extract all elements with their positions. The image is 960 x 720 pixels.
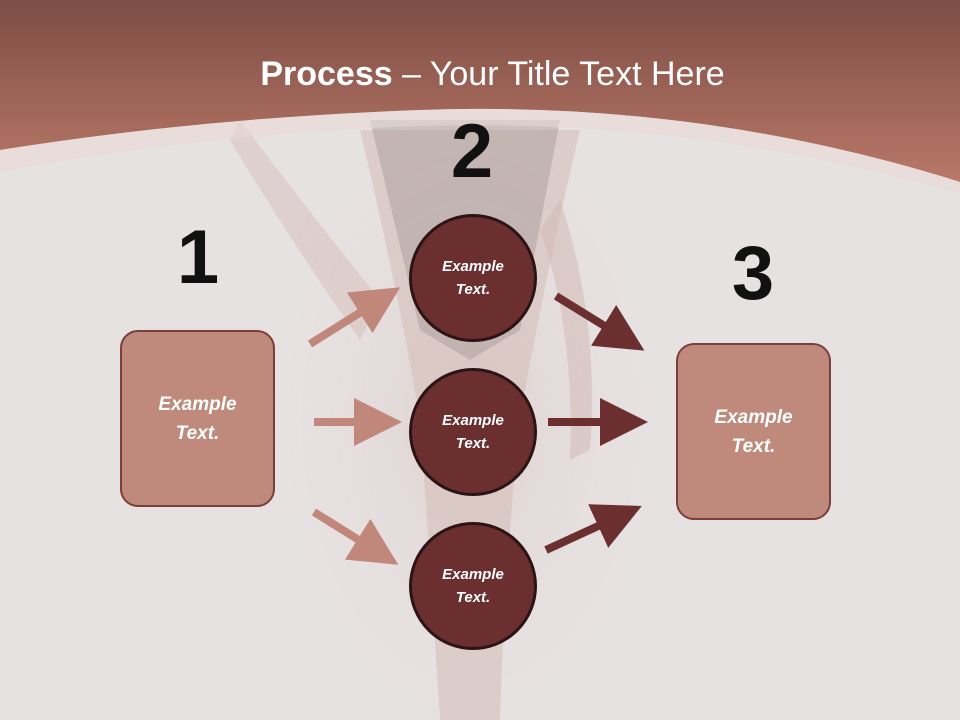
step-2-circle-middle-text: Example Text. xyxy=(442,412,504,452)
step-number-2: 2 xyxy=(450,109,494,194)
step-2-circle-top: Example Text. xyxy=(409,214,537,342)
step-2-circle-bottom-text: Example Text. xyxy=(442,566,504,606)
step-number-1: 1 xyxy=(176,215,220,300)
title-rest: Your Title Text Here xyxy=(429,55,725,93)
slide-title: Process – Your Title Text Here xyxy=(0,52,960,96)
title-bold: Process xyxy=(260,55,393,93)
step-1-text: Example Text. xyxy=(158,393,237,444)
title-dash: – xyxy=(392,55,430,93)
arrow-bottom-to-3 xyxy=(544,504,642,554)
header-band xyxy=(0,0,960,182)
step-3-text: Example Text. xyxy=(714,406,793,457)
arrow-1-to-top xyxy=(307,287,401,348)
step-number-3: 3 xyxy=(731,231,775,316)
header-curve-highlight xyxy=(0,108,960,194)
step-2-circle-bottom: Example Text. xyxy=(409,522,537,650)
arrow-top-to-3 xyxy=(553,292,645,351)
arrow-1-to-bottom xyxy=(311,508,399,565)
step-2-circle-top-text: Example Text. xyxy=(442,258,504,298)
step-1-box: Example Text. xyxy=(120,330,275,507)
step-3-box: Example Text. xyxy=(676,343,831,520)
step-2-circle-middle: Example Text. xyxy=(409,368,537,496)
